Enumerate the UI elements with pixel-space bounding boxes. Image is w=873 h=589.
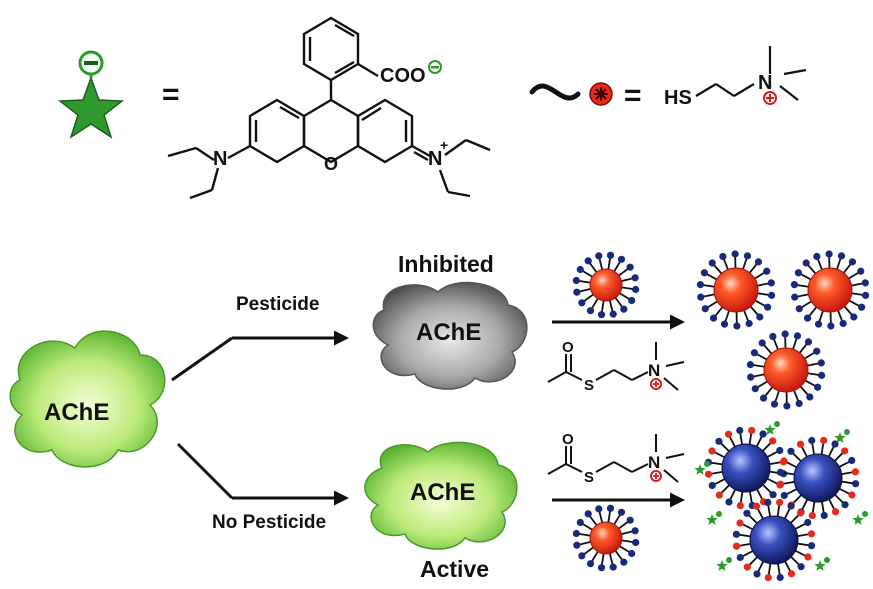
nanoparticle-aggregate-2 [776, 436, 860, 520]
released-dye-star-icon [814, 557, 830, 571]
ache-inhibited-cloud: AChE [372, 281, 528, 390]
nanoparticle-reagent-bottom [572, 504, 640, 572]
no-pesticide-label: No Pesticide [212, 512, 326, 533]
ache-active-cloud: AChE [364, 441, 518, 550]
released-dye-star-icon [694, 461, 710, 475]
fluorophore-legend: = [57, 16, 491, 200]
ache-source-cloud: AChE [9, 330, 166, 468]
nanoparticle-dispersed-1 [696, 250, 776, 330]
thiol-ligand-legend: = HS N [529, 46, 807, 112]
ache-active-label: AChE [410, 479, 475, 506]
released-dye-star-icon [852, 511, 868, 525]
equals-sign-right: = [624, 79, 642, 112]
plus-charge: + [440, 137, 448, 153]
released-dye-star-icon [764, 421, 780, 435]
hs-label: HS [664, 87, 692, 109]
released-dye-star-icon [706, 511, 722, 525]
substrate-top-s: S [584, 377, 594, 394]
star-icon [57, 50, 125, 139]
released-dye-star-icon [716, 557, 732, 571]
substrate-bottom-s: S [584, 469, 594, 486]
ache-source-label: AChE [44, 399, 109, 426]
released-dye-star-icon [834, 429, 850, 443]
substrate-top [547, 342, 685, 391]
inhibited-title: Inhibited [398, 251, 494, 277]
no-pesticide-branch [176, 442, 349, 506]
ache-inhibited-label: AChE [416, 319, 481, 346]
nanoparticle-dispersed-2 [790, 250, 870, 330]
coo-label: COO [380, 65, 426, 87]
substrate-bottom [547, 434, 685, 483]
nanoparticle-aggregate-3 [732, 498, 816, 582]
nanoparticle-reagent-top [572, 251, 640, 319]
substrate-bottom-o: O [562, 431, 574, 448]
active-title: Active [420, 556, 489, 582]
pesticide-branch [171, 330, 349, 382]
equals-sign-left: = [162, 78, 180, 111]
substrate-top-o: O [562, 339, 574, 356]
fluorescein-structure [167, 16, 491, 200]
pesticide-label: Pesticide [236, 294, 319, 315]
substrate-top-n: N [648, 361, 660, 380]
nanoparticle-dispersed-3 [746, 330, 826, 410]
iminium-n-right: N [428, 148, 442, 170]
amine-n-left: N [213, 148, 227, 170]
released-dye-layer [694, 421, 868, 571]
substrate-bottom-n: N [648, 453, 660, 472]
oxygen-label: O [324, 154, 338, 174]
ligand-chain-icon [529, 83, 581, 101]
nanoparticle-aggregate-1 [704, 426, 788, 510]
ammonium-n-label: N [758, 72, 772, 94]
nanoparticle-layer [572, 250, 870, 582]
